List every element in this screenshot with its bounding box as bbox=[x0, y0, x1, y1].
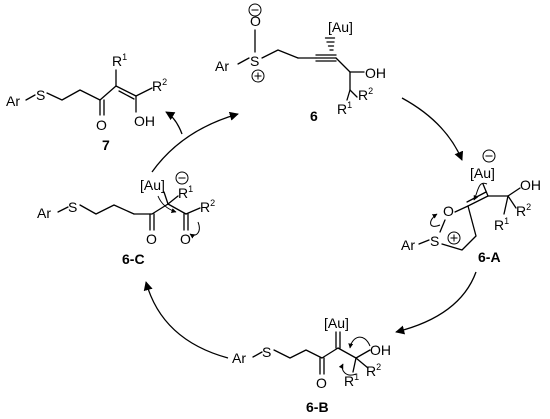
r1-label: R1 bbox=[337, 100, 352, 117]
carbonyl-oxygen: O bbox=[146, 231, 157, 247]
gold-label: [Au] bbox=[324, 315, 349, 331]
r1-label: R1 bbox=[178, 184, 193, 201]
atom-ar: Ar bbox=[232, 350, 246, 366]
arrow-6B-to-6C bbox=[143, 281, 229, 359]
compound-label-6A: 6-A bbox=[478, 249, 501, 265]
charge-plus-icon bbox=[447, 231, 461, 245]
compound-6A: [Au] OH R2 R1 O S Ar 6-A bbox=[401, 149, 541, 265]
compound-6B: Ar S O [Au] OH R2 R1 6-B bbox=[232, 315, 391, 415]
atom-oxygen: O bbox=[250, 13, 261, 29]
compound-7: Ar S O R1 R2 OH 7 bbox=[6, 52, 167, 153]
charge-plus-icon bbox=[251, 69, 265, 83]
compound-label-6C: 6-C bbox=[122, 251, 145, 267]
r2-label: R2 bbox=[358, 86, 373, 103]
gold-label: [Au] bbox=[470, 165, 495, 181]
atom-sulfur: S bbox=[68, 199, 77, 215]
arrow-6C-to-6 bbox=[151, 111, 239, 173]
r2-label: R2 bbox=[516, 202, 531, 219]
atom-sulfur: S bbox=[250, 53, 259, 69]
compound-label-6B: 6-B bbox=[306, 399, 329, 415]
compound-6C: Ar S O [Au] R1 O R2 6-C bbox=[37, 171, 215, 267]
arrow-6A-to-6B bbox=[395, 271, 477, 335]
compound-label-6: 6 bbox=[310, 108, 318, 124]
carbonyl-oxygen: O bbox=[316, 375, 327, 391]
compound-label-7: 7 bbox=[102, 137, 110, 153]
gold-label: [Au] bbox=[140, 177, 165, 193]
atom-sulfur: S bbox=[262, 344, 271, 360]
r2-label: R2 bbox=[200, 198, 215, 215]
r1-label: R1 bbox=[344, 372, 359, 389]
charge-minus-icon bbox=[482, 149, 496, 163]
compound-6: Ar S O [Au] OH R2 R1 bbox=[215, 3, 386, 124]
hydroxyl-label: OH bbox=[134, 113, 155, 129]
hashed-wedge-bond bbox=[324, 37, 336, 51]
atom-ar: Ar bbox=[37, 205, 51, 221]
arrow-to-7 bbox=[165, 111, 183, 135]
atom-ar: Ar bbox=[215, 58, 229, 74]
charge-minus-icon bbox=[175, 171, 189, 185]
hydroxyl-label: OH bbox=[520, 177, 541, 193]
arrow-6-to-6A bbox=[401, 97, 464, 161]
ring-oxygen: O bbox=[443, 203, 454, 219]
atom-sulfur: S bbox=[36, 87, 45, 103]
r1-label: R1 bbox=[112, 52, 127, 69]
cycle-arrows bbox=[143, 97, 477, 359]
ring-sulfur: S bbox=[430, 233, 439, 249]
carbonyl-oxygen-2: O bbox=[180, 231, 191, 247]
carbonyl-oxygen: O bbox=[96, 117, 107, 133]
gold-label: [Au] bbox=[328, 19, 353, 35]
hydroxyl-label: OH bbox=[365, 65, 386, 81]
hydroxyl-label: OH bbox=[370, 342, 391, 358]
r1-label: R1 bbox=[494, 216, 509, 233]
charge-minus-icon bbox=[248, 3, 262, 17]
r2-label: R2 bbox=[366, 362, 381, 379]
atom-ar: Ar bbox=[401, 237, 415, 253]
atom-ar: Ar bbox=[6, 93, 20, 109]
r2-label: R2 bbox=[152, 77, 167, 94]
